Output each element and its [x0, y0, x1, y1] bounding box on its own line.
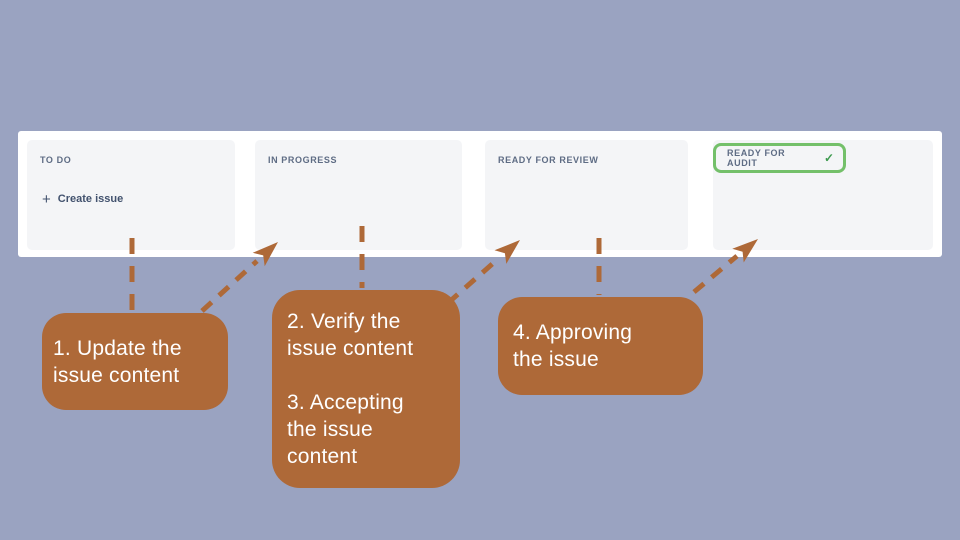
column-ready-for-review: READY FOR REVIEW	[485, 140, 688, 250]
create-issue-label: Create issue	[57, 193, 124, 205]
callout-line: the issue	[513, 348, 599, 371]
ready-for-audit-status-badge: READY FOR AUDIT ✓	[713, 143, 846, 173]
callout-line: 2. Verify the	[287, 310, 401, 333]
callout-line: issue content	[287, 337, 414, 360]
callout-update-issue: 1. Update the issue content	[42, 313, 228, 410]
callout-verify-accept-issue: 2. Verify the issue content 3. Accepting…	[272, 290, 460, 488]
column-header-ready-for-audit: READY FOR AUDIT	[727, 148, 786, 168]
column-to-do: TO DO + Create issue	[27, 140, 235, 250]
check-icon: ✓	[823, 151, 834, 165]
callout-line: issue content	[53, 363, 180, 387]
plus-icon: +	[42, 190, 51, 208]
create-issue-button[interactable]: + Create issue	[42, 190, 235, 208]
callout-line: content	[287, 445, 358, 468]
column-ready-for-audit: READY FOR AUDIT ✓	[713, 140, 933, 250]
column-header-to-do: TO DO	[40, 155, 72, 165]
column-header-ready-for-review: READY FOR REVIEW	[498, 155, 599, 165]
callout-line: 4. Approving	[513, 321, 633, 344]
kanban-board: TO DO + Create issue IN PROGRESS READY F…	[18, 131, 942, 257]
callout-line: the issue	[287, 418, 373, 441]
column-in-progress: IN PROGRESS	[255, 140, 462, 250]
column-header-in-progress: IN PROGRESS	[268, 155, 338, 165]
callout-line-spacer	[287, 362, 460, 389]
callout-line: 3. Accepting	[287, 391, 404, 414]
callout-line: 1. Update the	[53, 336, 182, 360]
callout-approving-issue: 4. Approving the issue	[498, 297, 703, 395]
